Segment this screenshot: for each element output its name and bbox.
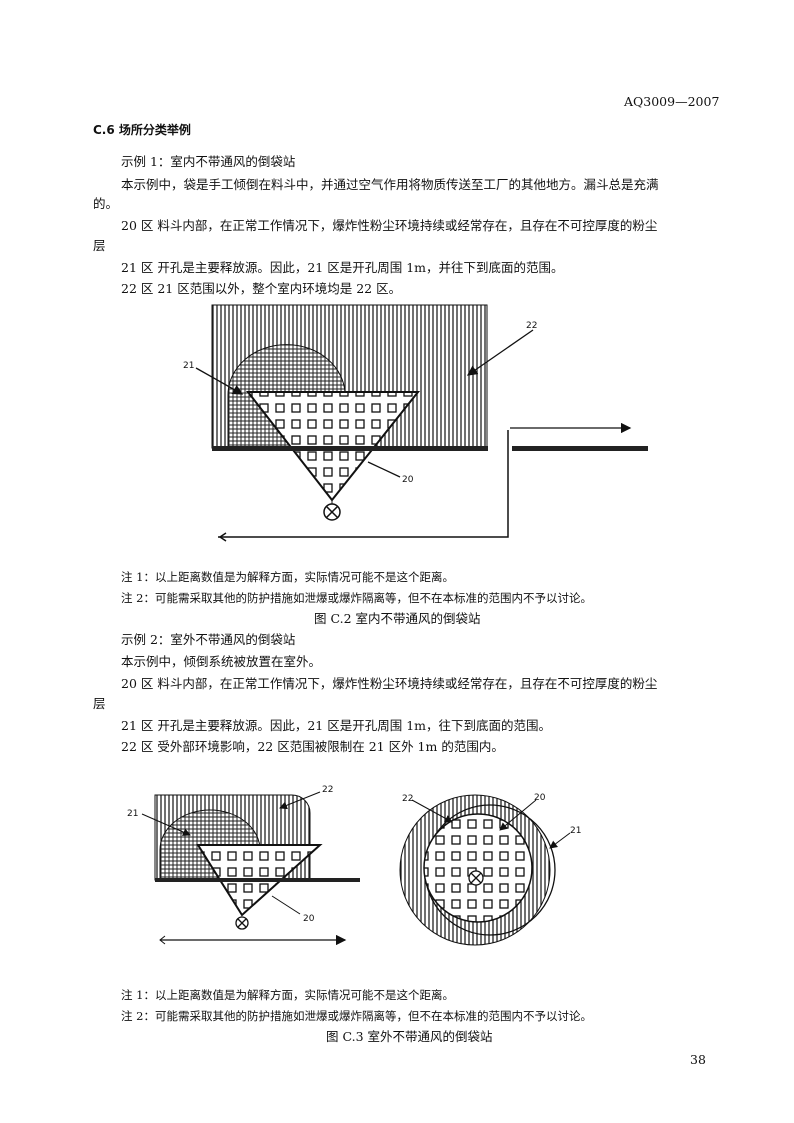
example2-note2: 注 2：可能需采取其他的防护措施如泄爆或爆炸隔离等，但不在本标准的范围内不予以讨…: [121, 1009, 592, 1023]
figure-c3-top-view: [399, 794, 571, 946]
example2-zone21: 21 区 开孔是主要释放源。因此，21 区是开孔周围 1m，往下到底面的范围。: [121, 718, 552, 733]
example2-note1: 注 1：以上距离数值是为解释方面，实际情况可能不是这个距离。: [121, 988, 454, 1002]
fig2-label-20: 20: [303, 914, 315, 924]
figure-c3-caption: 图 C.3 室外不带通风的倒袋站: [326, 1029, 493, 1044]
section-title: C.6 场所分类举例: [93, 123, 191, 137]
fig1-label-22: 22: [526, 321, 538, 331]
fig3-label-22: 22: [402, 794, 414, 804]
example1-note2: 注 2：可能需采取其他的防护措施如泄爆或爆炸隔离等，但不在本标准的范围内不予以讨…: [121, 591, 592, 605]
example1-desc: 本示例中，袋是手工倾倒在料斗中，并通过空气作用将物质传送至工厂的其他地方。漏斗总…: [121, 177, 659, 192]
example1-note1: 注 1：以上距离数值是为解释方面，实际情况可能不是这个距离。: [121, 570, 454, 584]
fig1-label-20: 20: [402, 475, 414, 485]
figure-c3-side-view: [141, 791, 360, 946]
example1-title: 示例 1：室内不带通风的倒袋站: [121, 154, 296, 169]
example2-zone20-cont: 层: [93, 696, 106, 711]
floor-line: [212, 446, 488, 451]
fig2-label-22: 22: [322, 785, 334, 795]
fig2-label-21: 21: [127, 809, 139, 819]
example2-title: 示例 2：室外不带通风的倒袋站: [121, 632, 296, 647]
example1-zone20: 20 区 料斗内部，在正常工作情况下，爆炸性粉尘环境持续或经常存在，且存在不可控…: [121, 218, 658, 233]
document-code: AQ3009—2007: [624, 94, 720, 109]
fig3-label-21: 21: [570, 826, 582, 836]
example1-zone21: 21 区 开孔是主要释放源。因此，21 区是开孔周围 1m，并往下到底面的范围。: [121, 260, 564, 275]
example1-zone20-cont: 层: [93, 238, 106, 253]
example1-zone22: 22 区 21 区范围以外，整个室内环境均是 22 区。: [121, 281, 402, 296]
figure-c2: [195, 304, 648, 542]
figure-c2-caption: 图 C.2 室内不带通风的倒袋站: [314, 611, 481, 626]
example2-desc: 本示例中，倾倒系统被放置在室外。: [121, 654, 322, 669]
page-number: 38: [690, 1052, 706, 1067]
example2-zone20: 20 区 料斗内部，在正常工作情况下，爆炸性粉尘环境持续或经常存在，且存在不可控…: [121, 676, 658, 691]
fig1-label-21: 21: [183, 361, 195, 371]
fig3-label-20: 20: [534, 793, 546, 803]
example2-zone22: 22 区 受外部环境影响，22 区范围被限制在 21 区外 1m 的范围内。: [121, 739, 504, 754]
example1-desc-cont: 的。: [93, 196, 119, 211]
